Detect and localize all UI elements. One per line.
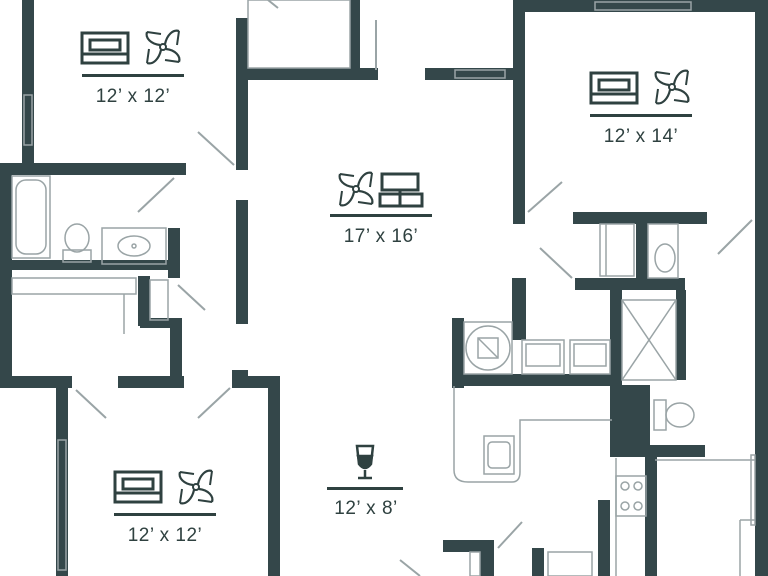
kitchen-counter [453, 386, 755, 576]
room-dimension: 12’ x 14’ [604, 126, 679, 147]
closet-left [11, 277, 169, 334]
room-dimension: 17’ x 16’ [344, 226, 419, 247]
water-heater [463, 321, 513, 375]
ceiling-fan-icon [145, 29, 181, 65]
room-dining-area: 12’ x 8’ [327, 444, 403, 519]
wine-glass-icon [355, 444, 375, 480]
doors [75, 0, 753, 576]
bed-icon [80, 31, 130, 65]
bed-icon [113, 470, 163, 504]
room-dimension: 12’ x 12’ [96, 86, 171, 107]
divider [590, 114, 692, 117]
divider [114, 513, 216, 516]
windows [23, 0, 756, 571]
room-living-room: 17’ x 16’ [330, 171, 432, 247]
shower [621, 299, 677, 381]
washer-dryer [521, 339, 611, 375]
ceiling-fan-icon [654, 69, 690, 105]
toilet-right [653, 399, 695, 431]
divider [82, 74, 184, 77]
bed-icon [589, 71, 639, 105]
room-dimension: 12’ x 8’ [334, 498, 398, 519]
sink-right [647, 223, 679, 279]
bathtub [11, 175, 51, 259]
tv-icon [378, 172, 424, 208]
room-bedroom-top-right: 12’ x 14’ [589, 69, 692, 147]
room-bedroom-bottom-left: 12’ x 12’ [113, 469, 216, 546]
sink-left [101, 227, 167, 265]
divider [330, 214, 432, 217]
closet-right [599, 223, 635, 277]
room-dimension: 12’ x 12’ [128, 525, 203, 546]
ceiling-fan-icon [178, 469, 214, 505]
divider [327, 487, 403, 490]
room-bedroom-top-left: 12’ x 12’ [80, 29, 184, 107]
toilet-left [62, 223, 92, 263]
ceiling-fan-icon [338, 171, 374, 207]
